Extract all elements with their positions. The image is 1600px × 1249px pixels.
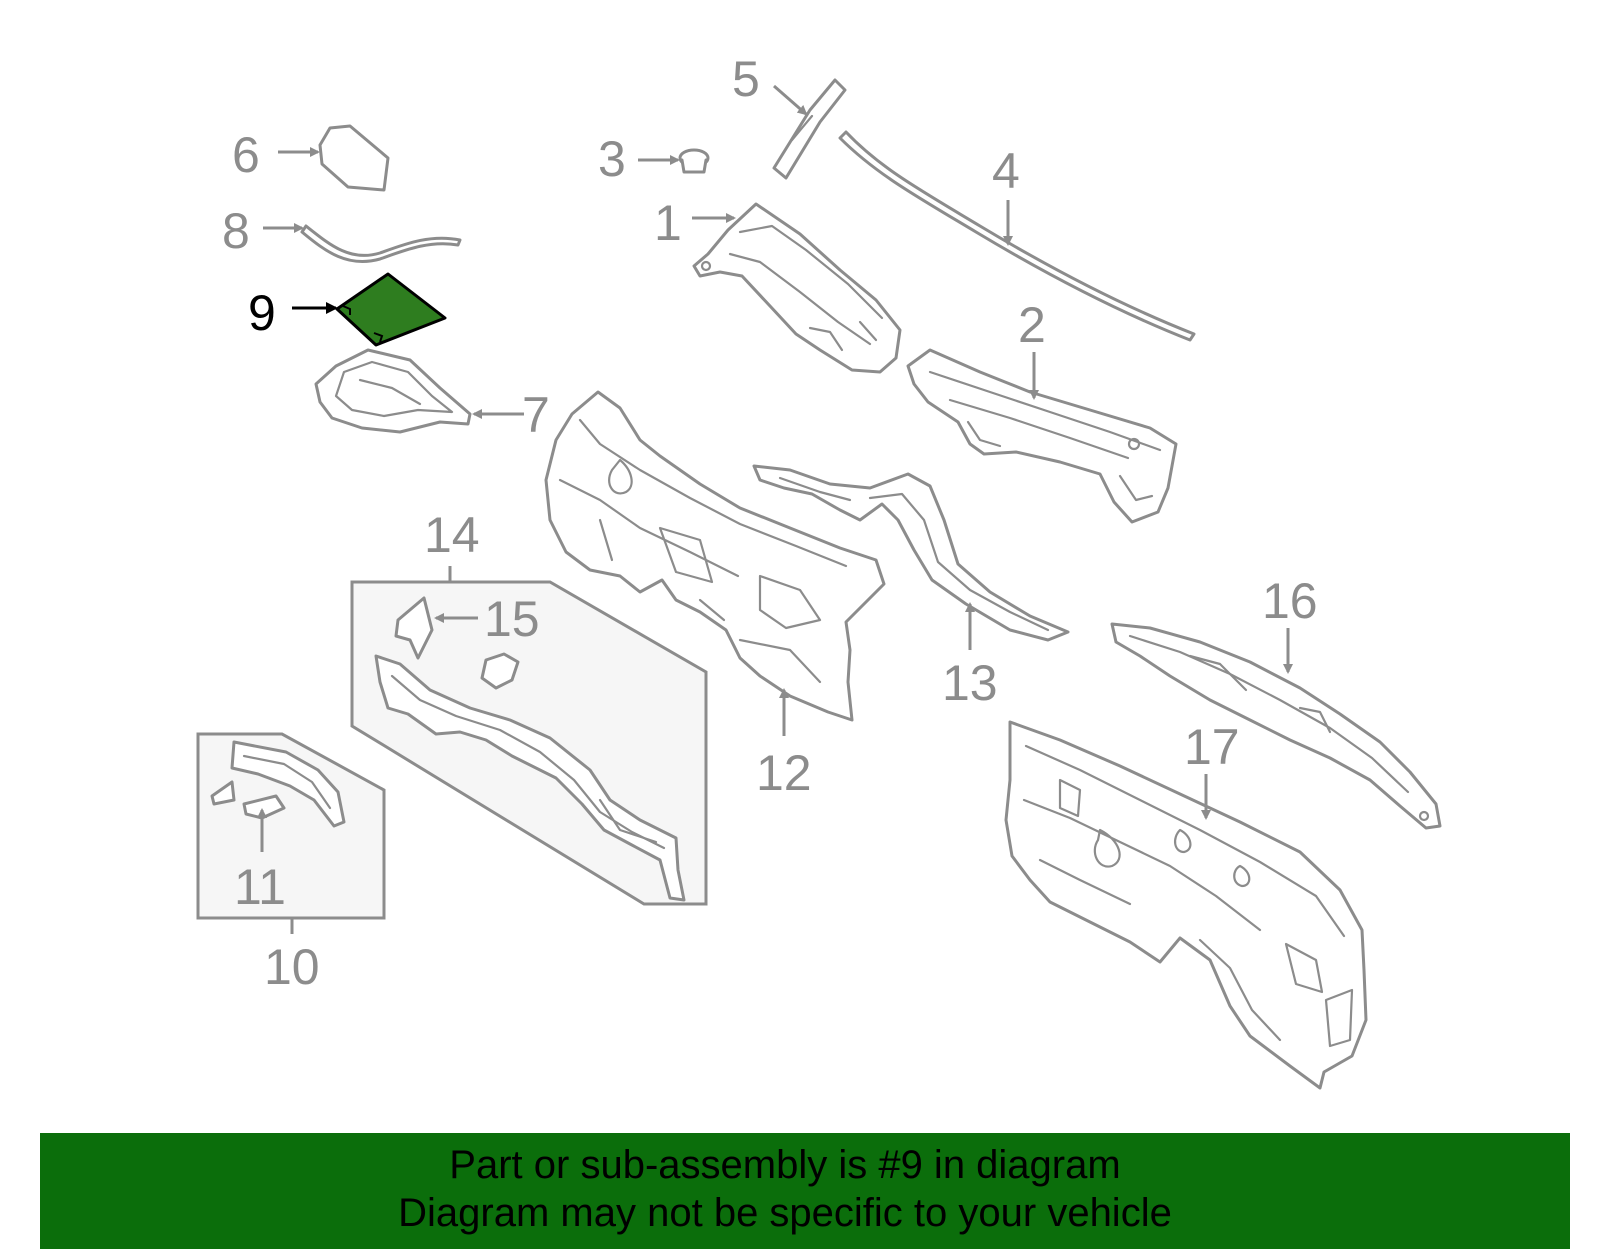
- callout-15: 15: [484, 591, 540, 647]
- part-17: 17: [1004, 719, 1368, 1090]
- banner-line-disclaimer: Diagram may not be specific to your vehi…: [398, 1191, 1172, 1235]
- part-1: 1: [654, 195, 902, 374]
- callout-12: 12: [756, 745, 812, 801]
- callout-10: 10: [264, 939, 320, 995]
- callout-8: 8: [222, 203, 250, 259]
- part-13: 13: [752, 464, 1070, 711]
- part-2: 2: [906, 297, 1178, 524]
- part-7: 7: [314, 348, 550, 443]
- part-8: 8: [222, 203, 462, 264]
- callout-1: 1: [654, 195, 682, 251]
- callout-6: 6: [232, 127, 260, 183]
- assembly-14: 15 14: [350, 507, 708, 906]
- callout-13: 13: [942, 655, 998, 711]
- callout-4: 4: [992, 143, 1020, 199]
- callout-5: 5: [732, 51, 760, 107]
- part-4: 4: [838, 130, 1196, 342]
- callout-7: 7: [522, 387, 550, 443]
- info-banner: Part or sub-assembly is #9 in diagram Di…: [40, 1133, 1570, 1249]
- part-16: 16: [1110, 573, 1442, 830]
- part-5: 5: [732, 51, 847, 180]
- callout-17: 17: [1184, 719, 1240, 775]
- part-12: 12: [544, 390, 886, 801]
- part-9-highlighted: 9: [248, 272, 447, 347]
- part-9-shape: [335, 272, 447, 347]
- part-6: 6: [232, 124, 390, 192]
- assembly-10: 11 10: [196, 732, 386, 995]
- callout-16: 16: [1262, 573, 1318, 629]
- callout-3: 3: [598, 131, 626, 187]
- callout-11: 11: [234, 859, 286, 915]
- callout-2: 2: [1018, 297, 1046, 353]
- part-3: 3: [598, 131, 710, 187]
- callout-14: 14: [424, 507, 480, 563]
- callout-9: 9: [248, 285, 276, 341]
- banner-line-part: Part or sub-assembly is #9 in diagram: [449, 1143, 1121, 1187]
